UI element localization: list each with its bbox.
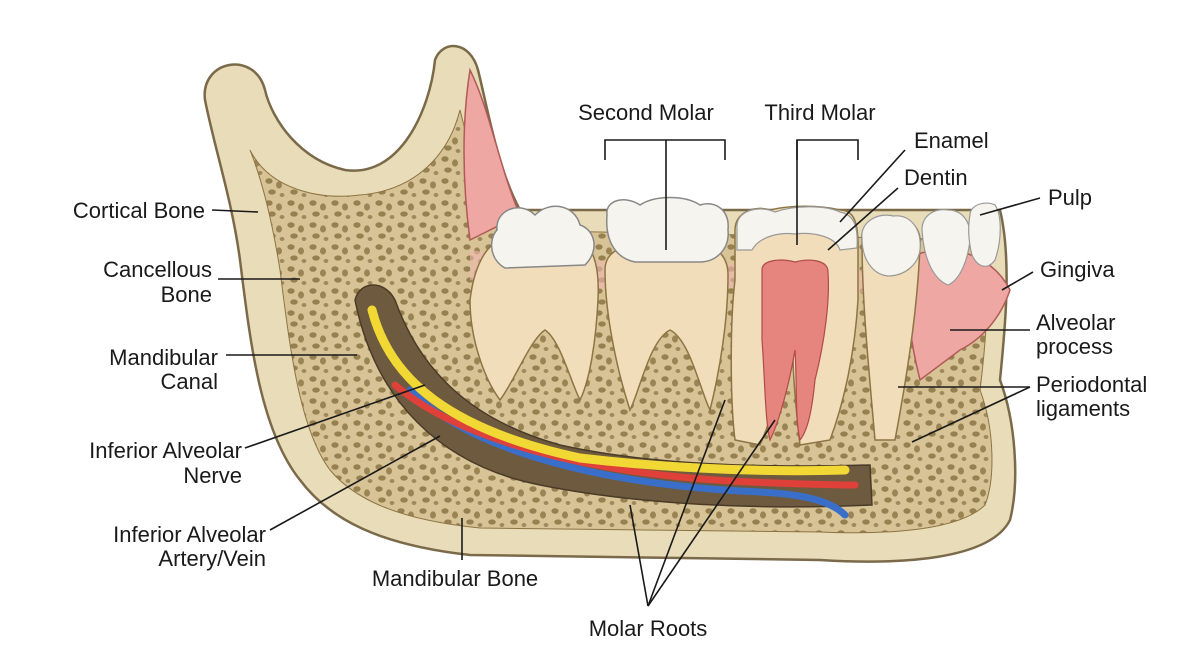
label-periodontal-1: Periodontal xyxy=(1036,372,1147,397)
label-ian-2: Nerve xyxy=(183,463,242,488)
label-mandibular-canal-1: Mandibular xyxy=(109,345,218,370)
label-iaav-1: Inferior Alveolar xyxy=(113,522,266,547)
leader-lines xyxy=(211,139,1041,607)
label-pulp: Pulp xyxy=(1048,185,1092,210)
second-molar xyxy=(604,196,729,413)
label-molar-roots: Molar Roots xyxy=(589,616,708,641)
label-cancellous-1: Cancellous xyxy=(103,257,212,282)
third-molar-pulp xyxy=(761,259,830,442)
label-cancellous-2: Bone xyxy=(161,282,212,307)
label-mandibular-bone: Mandibular Bone xyxy=(372,566,538,591)
labels: Cortical Bone Cancellous Bone Mandibular… xyxy=(73,100,1147,641)
canine xyxy=(968,202,1001,267)
label-iaav-2: Artery/Vein xyxy=(158,546,266,571)
molar-left xyxy=(469,205,599,402)
label-periodontal-2: ligaments xyxy=(1036,396,1130,421)
label-alveolar-2: process xyxy=(1036,334,1113,359)
third-molar xyxy=(730,205,859,446)
label-third-molar: Third Molar xyxy=(764,100,875,125)
premolar-1 xyxy=(861,214,921,441)
label-cortical-bone: Cortical Bone xyxy=(73,198,205,223)
label-mandibular-canal-2: Canal xyxy=(161,369,218,394)
label-dentin: Dentin xyxy=(904,165,968,190)
label-gingiva: Gingiva xyxy=(1040,257,1115,282)
label-second-molar: Second Molar xyxy=(578,100,714,125)
label-alveolar-1: Alveolar xyxy=(1036,310,1115,335)
inferior-alveolar-nerve xyxy=(367,305,850,476)
gingiva xyxy=(463,67,521,242)
label-enamel: Enamel xyxy=(914,128,989,153)
label-ian-1: Inferior Alveolar xyxy=(89,438,242,463)
inferior-alveolar-artery xyxy=(391,381,859,489)
mandibular-canal xyxy=(354,284,873,508)
